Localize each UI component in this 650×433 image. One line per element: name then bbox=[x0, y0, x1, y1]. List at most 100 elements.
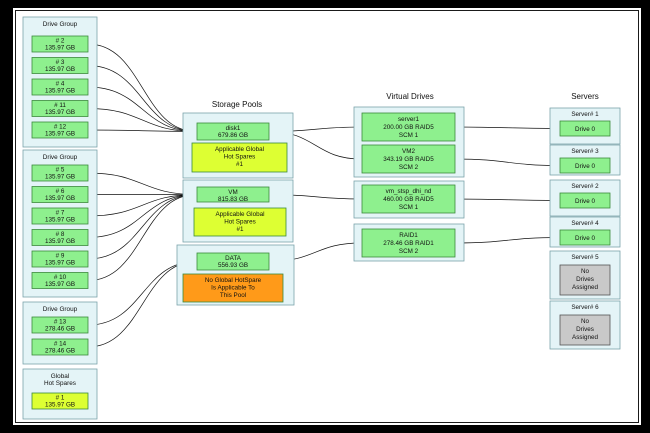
server-no-drives-label: Drives bbox=[576, 326, 594, 333]
drive-to-pool-arrow bbox=[87, 192, 197, 217]
drive-to-pool-arrow bbox=[87, 86, 197, 134]
virtual-drive-box bbox=[361, 144, 456, 174]
server-drive[interactable]: Drive 0 bbox=[559, 192, 611, 209]
virtual-drive-box bbox=[361, 228, 456, 258]
virtual-drive-detail: 278.46 GB RAID1 bbox=[383, 240, 434, 247]
physical-drive-size: 135.97 GB bbox=[45, 88, 75, 95]
pool-hot-spare-note-text: Is Applicable To bbox=[211, 285, 255, 292]
physical-drive-size: 135.97 GB bbox=[45, 109, 75, 116]
server-drive[interactable]: Drive 0 bbox=[559, 229, 611, 246]
server-no-drives-box bbox=[559, 264, 611, 296]
server-no-drives-label: Assigned bbox=[572, 284, 598, 291]
physical-drive-size: 135.97 GB bbox=[45, 174, 75, 181]
physical-drive-id: # 12 bbox=[54, 124, 67, 131]
physical-drive-box bbox=[31, 100, 89, 117]
physical-drive-box bbox=[31, 78, 89, 96]
global-hot-spares-title: Global bbox=[51, 373, 69, 380]
server-name: Server# 4 bbox=[571, 220, 599, 227]
virtual-drive-name: RAID1 bbox=[399, 232, 418, 239]
server-drive[interactable]: Drive 0 bbox=[559, 157, 611, 174]
drive-group-title: Drive Group bbox=[43, 306, 78, 313]
diagram-canvas bbox=[13, 8, 641, 425]
server-name: Server# 3 bbox=[571, 148, 599, 155]
physical-drive-id: # 5 bbox=[56, 167, 65, 174]
server-name: Server# 2 bbox=[571, 183, 599, 190]
virtual-drive-detail: 460.00 GB RAID5 bbox=[383, 196, 434, 203]
virtual-drive-to-server-arrow bbox=[454, 235, 560, 244]
virtual-drive-name: server1 bbox=[398, 116, 419, 123]
physical-drive-size: 135.97 GB bbox=[45, 195, 75, 202]
physical-drive-box bbox=[31, 57, 89, 74]
drive-to-pool-arrow bbox=[87, 172, 197, 197]
drive-to-pool-arrow bbox=[87, 65, 197, 134]
drive-to-pool-arrow bbox=[87, 192, 197, 260]
server-no-drives-box bbox=[559, 314, 611, 346]
server-drive-box bbox=[559, 157, 611, 174]
server-drive[interactable]: Drive 0 bbox=[559, 120, 611, 137]
pool-hot-spare-note-text: Applicable Global bbox=[215, 211, 264, 218]
storage-pool-size: 556.93 GB bbox=[218, 262, 248, 269]
server-drive-label: Drive 0 bbox=[575, 235, 595, 242]
storage-pools-header: Storage Pools bbox=[212, 100, 262, 109]
pool-hot-spare-note-text: Applicable Global bbox=[215, 146, 264, 153]
storage-pool-node-box bbox=[196, 252, 270, 271]
physical-drive-size: 135.97 GB bbox=[45, 260, 75, 267]
drive-to-pool-arrow bbox=[87, 43, 197, 134]
global-hot-spares-title: Hot Spares bbox=[44, 380, 76, 387]
physical-drive-box bbox=[31, 338, 89, 356]
physical-drive-box bbox=[31, 186, 89, 203]
physical-drive-size: 135.97 GB bbox=[45, 45, 75, 52]
pool-hot-spare-note-text: This Pool bbox=[220, 292, 246, 299]
physical-drive-box bbox=[31, 250, 89, 268]
hot-spare-drive-size: 135.97 GB bbox=[45, 402, 75, 409]
servers-header: Servers bbox=[571, 92, 599, 101]
virtual-drive-to-server-arrow bbox=[454, 198, 560, 203]
virtual-drive-box bbox=[361, 112, 456, 142]
server-drive-box bbox=[559, 192, 611, 209]
virtual-drive-to-server-arrow bbox=[454, 126, 560, 131]
storage-pool-size: 679.86 GB bbox=[218, 132, 248, 139]
pool-hot-spare-note-text: No Global HotSpare bbox=[205, 277, 262, 284]
physical-drive-id: # 4 bbox=[56, 81, 65, 88]
physical-drive-id: # 9 bbox=[56, 253, 65, 260]
physical-drive-size: 135.97 GB bbox=[45, 131, 75, 138]
physical-drive-id: # 6 bbox=[56, 188, 65, 195]
physical-drive-box bbox=[31, 164, 89, 182]
physical-drive-box bbox=[31, 272, 89, 289]
server-drive-label: Drive 0 bbox=[575, 163, 595, 170]
